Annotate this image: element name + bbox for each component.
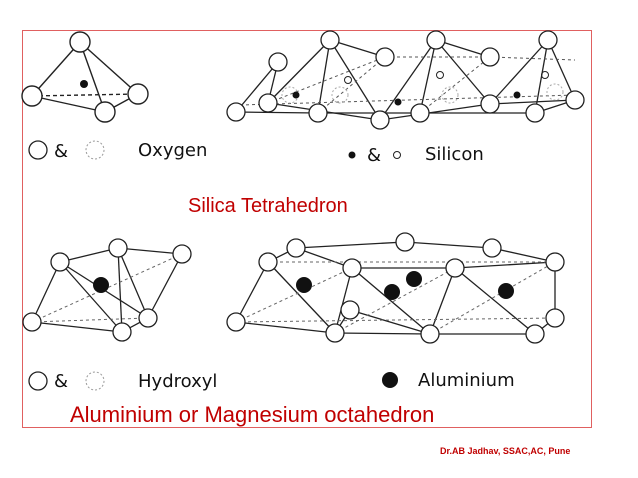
oxygen-solid-icon [28,140,48,160]
octahedron-single-atoms [22,238,192,342]
tetrahedron-sheet-back [239,56,576,114]
octahedron-sheet [235,241,556,335]
tetrahedron-single [31,41,139,113]
silicon-open-icon [393,151,401,159]
slide-frame [22,30,592,428]
silicon-label: Silicon [425,144,484,165]
legend-amp-oxygen: & [54,141,69,162]
aluminium-label: Aluminium [418,370,515,391]
octahedron-single [31,247,183,333]
legend-top-symbols [28,140,401,160]
octahedron-sheet-back [235,261,556,335]
hydroxyl-label: Hydroxyl [138,371,218,392]
silicon-solid-icon [348,151,356,159]
tetrahedron-sheet [235,39,576,121]
octahedron-single-back [31,253,183,323]
legend-amp-hydroxyl: & [54,371,69,392]
octahedron-title: Aluminium or Magnesium octahedron [70,402,435,427]
hydroxyl-dashed-icon [85,371,105,391]
legend-bottom-symbols [28,371,398,391]
octahedron-sheet-atoms [226,232,565,344]
oxygen-dashed-icon [85,140,105,160]
silica-tetrahedron-title: Silica Tetrahedron [188,195,348,217]
tetrahedron-single-atoms [21,31,149,123]
hydroxyl-solid-icon [28,371,48,391]
aluminium-icon [382,372,398,388]
tetrahedron-sheet-atoms [226,30,585,130]
oxygen-label: Oxygen [138,140,208,161]
author-credit: Dr.AB Jadhav, SSAC,AC, Pune [440,446,571,456]
legend-amp-silicon: & [367,145,382,166]
